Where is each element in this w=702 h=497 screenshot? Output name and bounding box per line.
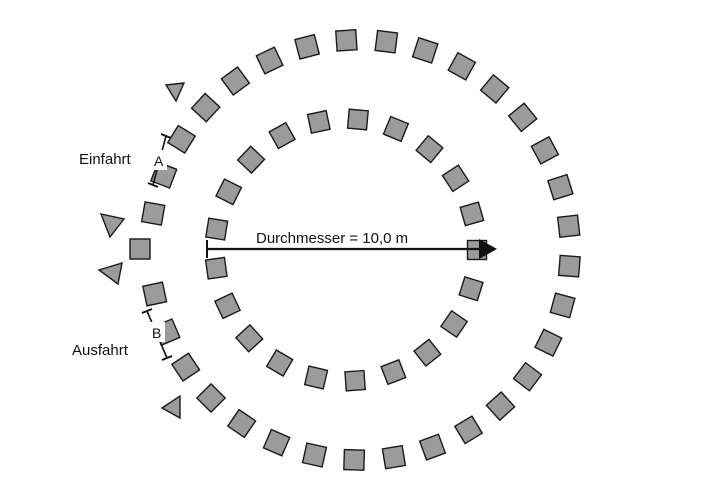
inner-ring <box>204 108 488 392</box>
diameter-label: Durchmesser = 10,0 m <box>256 230 408 247</box>
block-icon <box>226 408 257 439</box>
block-icon <box>380 358 407 386</box>
block-icon <box>530 135 560 165</box>
arrowhead-icon <box>479 239 497 259</box>
block-icon <box>205 217 229 241</box>
block-icon <box>262 428 291 457</box>
entry-exit-markers <box>97 82 186 420</box>
triangle-marker-icon <box>97 261 123 286</box>
block-icon <box>415 134 444 164</box>
diameter-arrow <box>206 239 497 259</box>
triangle-marker-icon <box>160 394 181 420</box>
block-icon <box>268 121 296 150</box>
block-icon <box>346 108 369 131</box>
block-icon <box>166 124 197 155</box>
block-icon <box>534 328 563 358</box>
triangle-marker-icon <box>99 213 126 239</box>
block-icon <box>556 214 581 239</box>
block-icon <box>265 349 294 377</box>
block-icon <box>507 102 538 133</box>
block-icon <box>381 444 407 470</box>
gap-a-label: A <box>154 153 164 169</box>
block-icon <box>411 36 439 64</box>
exit-label: Ausfahrt <box>72 342 129 359</box>
block-icon <box>190 92 221 123</box>
gap-b-dimension <box>141 308 173 361</box>
block-icon <box>303 365 329 390</box>
block-icon <box>458 275 484 302</box>
block-icon <box>236 145 266 175</box>
block-icon <box>549 292 576 319</box>
block-icon <box>546 173 574 201</box>
block-icon <box>170 352 201 382</box>
block-icon <box>335 29 358 52</box>
block-icon <box>195 382 227 414</box>
block-icon <box>204 256 228 280</box>
block-icon <box>439 309 469 339</box>
block-icon <box>141 281 168 307</box>
block-icon <box>512 361 543 392</box>
gap-a-dimension <box>147 133 172 188</box>
block-icon <box>382 115 410 143</box>
entry-label: Einfahrt <box>79 151 132 168</box>
block-icon <box>343 448 366 471</box>
block-icon <box>447 51 477 81</box>
block-icon <box>140 201 166 226</box>
block-icon <box>215 178 243 206</box>
block-icon <box>453 415 484 445</box>
block-icon <box>459 201 485 227</box>
block-icon <box>213 292 242 320</box>
block-icon <box>129 238 151 260</box>
block-icon <box>485 390 516 422</box>
block-icon <box>301 442 328 468</box>
block-icon <box>418 433 447 461</box>
triangle-marker-icon <box>164 82 186 103</box>
block-icon <box>255 46 284 75</box>
block-icon <box>306 109 331 134</box>
block-icon <box>344 369 366 392</box>
block-icon <box>234 323 264 353</box>
block-icon <box>557 254 581 278</box>
outer-ring <box>129 29 581 471</box>
block-icon <box>413 338 442 368</box>
block-icon <box>441 164 470 193</box>
gap-b-label: B <box>152 325 161 341</box>
block-icon <box>294 33 321 60</box>
block-icon <box>479 73 510 104</box>
block-icon <box>220 66 251 96</box>
block-icon <box>374 29 399 54</box>
